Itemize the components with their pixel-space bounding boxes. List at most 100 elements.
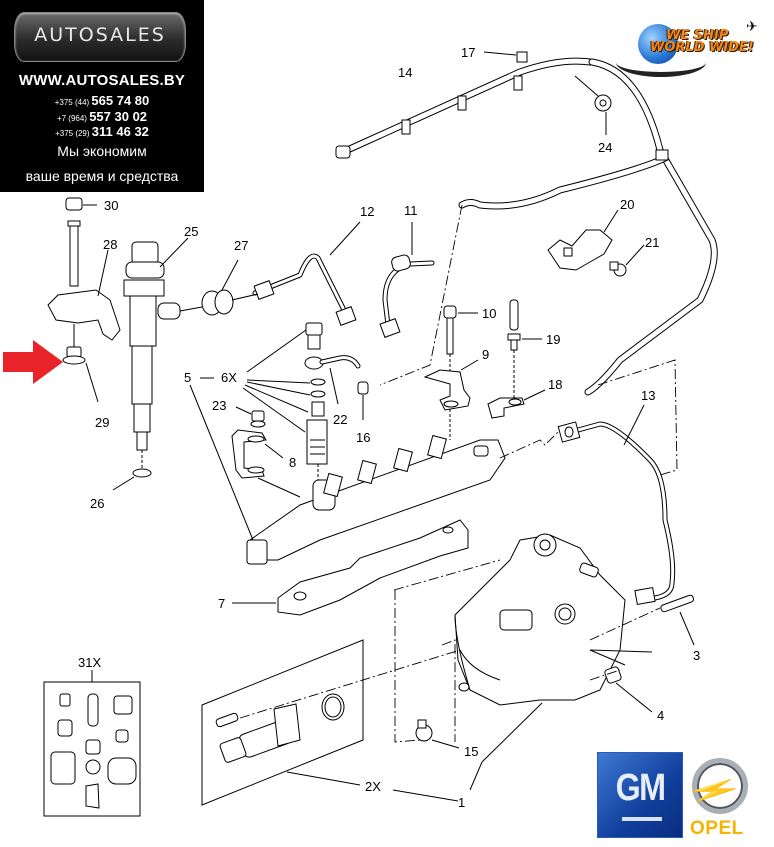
part-15-hose-clamp	[415, 719, 460, 749]
part-13-high-pressure-pipe	[557, 404, 676, 606]
centerline-pump-valve	[441, 639, 456, 742]
slogan-line-2: ваше время и средства	[25, 168, 179, 184]
airplane-icon: ✈	[746, 18, 758, 34]
part-16-clip	[357, 381, 369, 420]
logo-text: AUTOSALES	[34, 24, 166, 46]
callout-13: 13	[641, 388, 655, 403]
gm-underline	[622, 817, 662, 821]
callout-29: 29	[95, 415, 109, 430]
shipping-line-1: WE SHIP	[666, 28, 729, 43]
callout-2x: 2X	[365, 779, 381, 794]
part-8-bracket	[231, 429, 301, 498]
part-22-leak-line	[319, 355, 361, 369]
phone-3: +375 (29) 311 46 32	[0, 124, 204, 139]
swoosh-icon	[616, 48, 706, 77]
part-17-clip	[483, 51, 528, 63]
leader-6x-c	[246, 381, 311, 396]
callout-8: 8	[289, 455, 296, 470]
callout-11: 11	[404, 203, 418, 218]
centerline-pump-box	[393, 559, 501, 591]
slogan-line-1: Мы экономим	[57, 143, 147, 159]
phone-number: 557 30 02	[89, 109, 148, 124]
phone-number: 311 46 32	[91, 124, 149, 139]
centerline-pipe-11	[379, 204, 463, 386]
part-23-nut	[235, 406, 266, 428]
globe-icon	[638, 24, 678, 64]
callout-24: 24	[598, 140, 612, 155]
phone-2: +7 (964) 557 30 02	[0, 109, 204, 124]
leader-6x-d	[244, 384, 309, 413]
part-6x-stack	[304, 322, 328, 480]
part-30-bolt	[65, 197, 97, 287]
dealer-ad-banner: AUTOSALES WWW.AUTOSALES.BY +375 (44) 565…	[0, 0, 204, 192]
callout-21: 21	[645, 235, 659, 250]
part-12-injector-pipe	[252, 221, 361, 326]
part-31x-seal-kit	[43, 670, 141, 817]
part-27-seal	[179, 259, 259, 316]
part-9-bracket	[423, 359, 479, 411]
part-11-injector-pipe	[379, 222, 435, 338]
part-28-clamp	[47, 249, 121, 341]
phone-code: +375 (29)	[55, 129, 90, 138]
callout-30: 30	[104, 198, 118, 213]
part-19-stud	[507, 299, 542, 398]
centerline-valve	[239, 649, 461, 719]
leader-6x-b	[246, 379, 311, 384]
autosales-logo: AUTOSALES	[14, 12, 186, 62]
leader-22	[329, 367, 339, 405]
callout-26: 26	[90, 496, 104, 511]
opel-lightning-icon: ⚡	[682, 780, 747, 802]
part-26-washer	[112, 468, 152, 491]
part-21-clip	[609, 244, 645, 277]
website-link[interactable]: WWW.AUTOSALES.BY	[18, 72, 186, 89]
phone-code: +375 (44)	[54, 98, 90, 107]
callout-18: 18	[548, 377, 562, 392]
callout-7: 7	[218, 596, 225, 611]
callout-1: 1	[458, 795, 465, 810]
shipping-text: WE SHIP WORLD WIDE!	[650, 28, 754, 55]
part-3-stud	[589, 594, 695, 646]
phone-code: +7 (964)	[56, 114, 87, 123]
leader-6x-a	[246, 329, 307, 373]
gm-text: GM	[615, 767, 666, 809]
phone-1: +375 (44) 565 74 80	[0, 93, 204, 108]
callout-12: 12	[360, 204, 374, 219]
part-18-clip	[487, 389, 546, 419]
centerline-bracket-box	[597, 359, 678, 476]
opel-logo-text: OPEL	[690, 818, 744, 839]
part-25-injector	[123, 237, 189, 470]
world-wide-shipping-badge: WE SHIP WORLD WIDE! ✈	[612, 18, 762, 80]
part-20-bracket	[547, 209, 619, 271]
callout-16: 16	[356, 430, 370, 445]
callout-9: 9	[482, 347, 489, 362]
callout-31x: 31X	[78, 655, 101, 670]
callout-4: 4	[657, 708, 664, 723]
callout-23: 23	[212, 398, 226, 413]
callout-22: 22	[333, 412, 347, 427]
part-4-nut	[589, 649, 653, 713]
phone-number: 565 74 80	[91, 93, 150, 108]
feed-hose	[458, 58, 718, 396]
callout-28: 28	[103, 237, 117, 252]
shipping-line-2: WORLD WIDE!	[650, 40, 754, 55]
callout-labels: 30 28 25 27 29 26 12 11 14 17 24 20 21 1…	[78, 45, 700, 810]
part-1-high-pressure-pump	[454, 533, 626, 791]
callout-3: 3	[693, 648, 700, 663]
part-5-fuel-rail	[189, 377, 506, 565]
callout-14: 14	[398, 65, 412, 80]
callout-20: 20	[620, 197, 634, 212]
callout-10: 10	[482, 306, 496, 321]
leader-6x-e	[242, 387, 306, 433]
callout-25: 25	[184, 224, 198, 239]
callout-5: 5	[184, 370, 191, 385]
part-2x-pressure-control-valve-kit	[201, 639, 459, 806]
red-arrow-icon	[3, 340, 63, 384]
gm-logo: GM	[597, 752, 683, 838]
part-7-rail-bracket	[232, 519, 469, 616]
part-29-sleeve	[62, 324, 99, 403]
centerline-rail-pump	[499, 429, 561, 459]
centerline-pump-15	[394, 590, 421, 743]
callout-19: 19	[546, 332, 560, 347]
callout-15: 15	[464, 744, 478, 759]
